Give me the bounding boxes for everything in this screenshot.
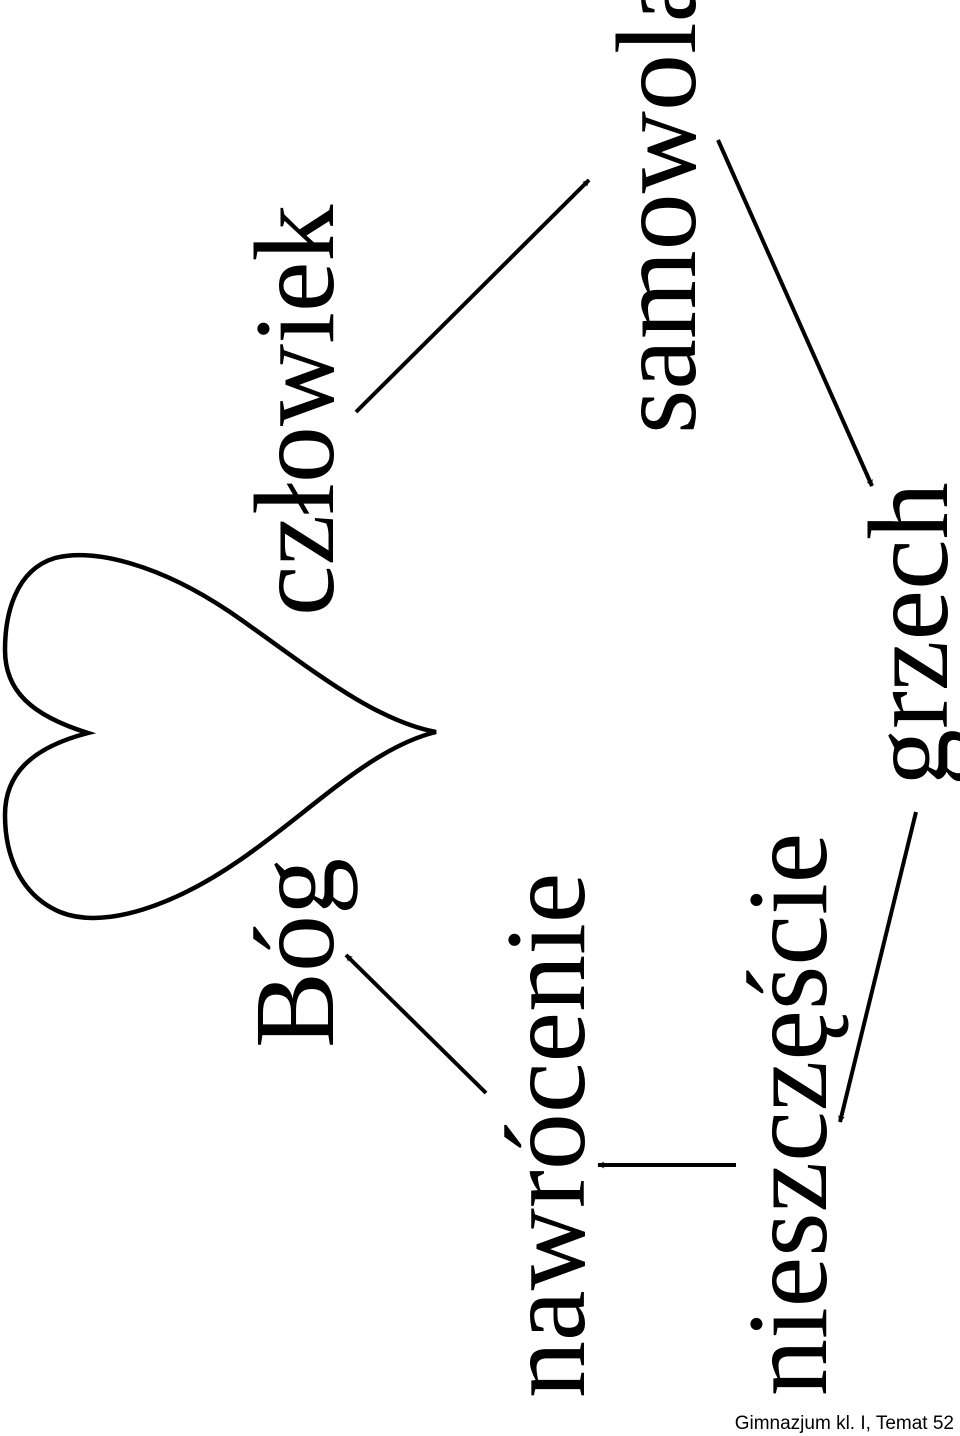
node-nawrocenie: nawrócenie: [482, 872, 609, 1398]
node-bog: Bóg: [231, 857, 358, 1048]
node-czlowiek: człowiek: [231, 204, 358, 616]
heart-icon: [2, 553, 437, 921]
footer-caption: Gimnazjum kl. I, Temat 52: [734, 1413, 954, 1434]
arrow-czlowiek-to-samowola: [354, 178, 591, 414]
arrow-samowola-to-grzech: [716, 139, 874, 487]
node-grzech: grzech: [845, 482, 960, 786]
arrow-grzech-to-nieszczescie: [838, 811, 918, 1123]
arrow-nawrocenie-to-bog: [344, 953, 488, 1095]
node-nieszczescie: nieszczęście: [724, 832, 851, 1396]
node-samowola: samowola: [593, 0, 720, 434]
